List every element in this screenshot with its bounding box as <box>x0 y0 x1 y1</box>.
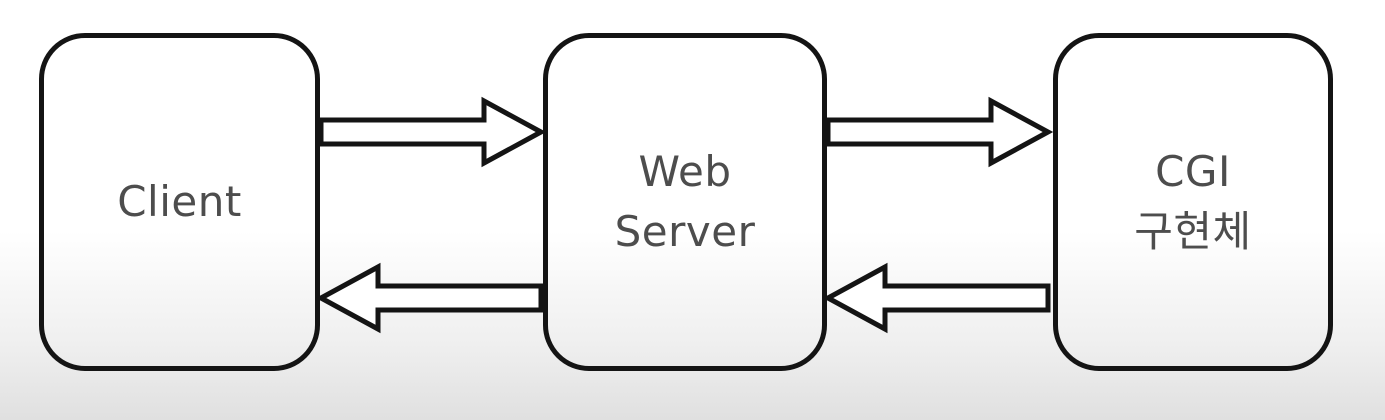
node-cgi-label-line2: 구현체 <box>1134 207 1252 256</box>
node-client-label: Client <box>117 177 242 226</box>
arrow-cgi-to-webserver-icon <box>822 262 1051 334</box>
node-web-server-label-line1: Web <box>638 147 732 196</box>
arrow-webserver-to-client-icon <box>315 262 544 334</box>
arrow-webserver-to-cgi-icon <box>825 96 1054 168</box>
node-cgi: CGI 구현체 <box>1053 33 1333 371</box>
arrow-client-to-webserver-icon <box>318 96 547 168</box>
node-web-server-label-line2: Server <box>614 207 756 256</box>
node-web-server: Web Server <box>543 33 827 371</box>
node-client: Client <box>39 33 320 371</box>
node-cgi-label-line1: CGI <box>1155 147 1231 196</box>
